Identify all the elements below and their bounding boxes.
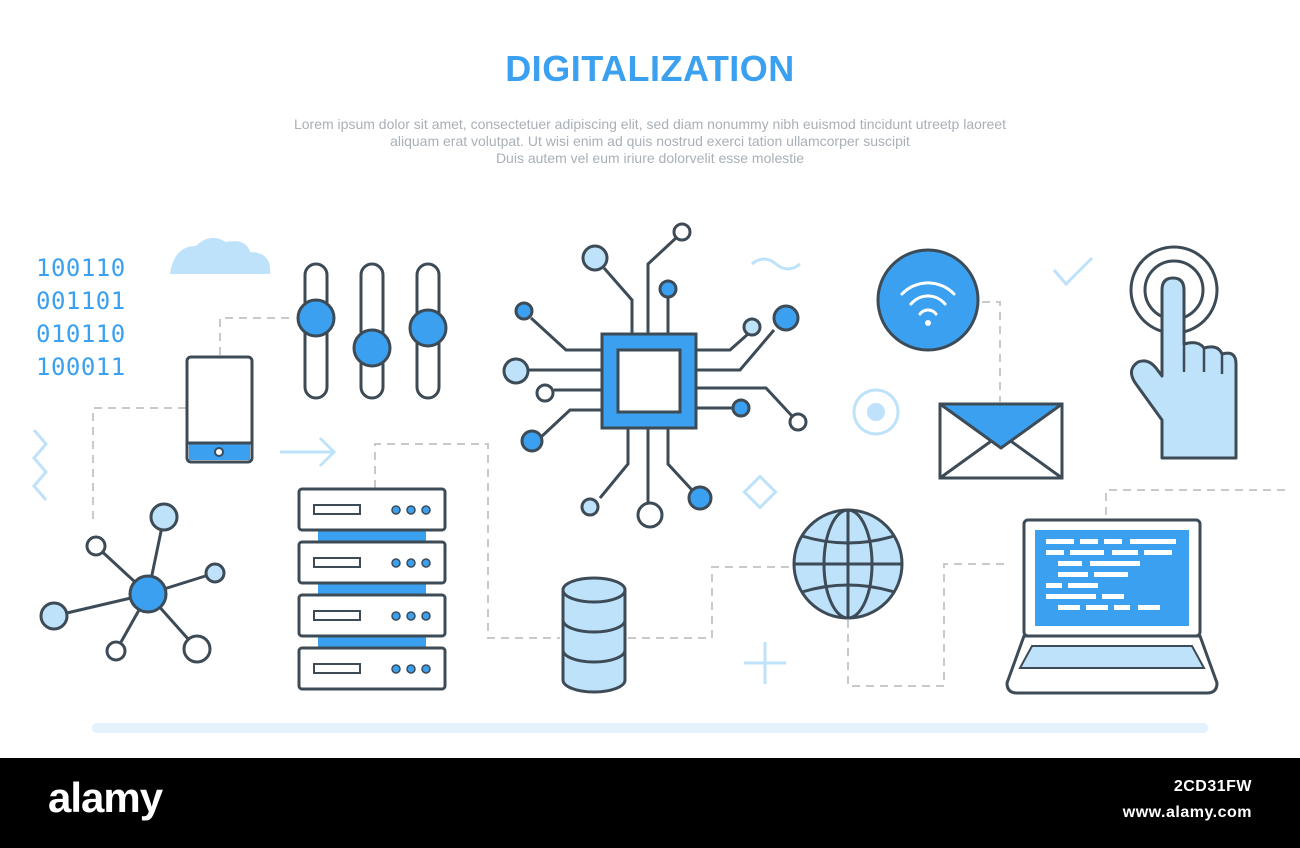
zigzag-decoration (32, 429, 48, 501)
laptop-code-icon (1005, 518, 1219, 695)
ground-line (92, 723, 1208, 733)
wave-decoration (751, 257, 801, 271)
database-icon (561, 576, 627, 694)
code-lines (1046, 539, 1176, 610)
touch-hand-icon (1129, 245, 1238, 460)
server-rack-icon (297, 487, 447, 691)
subtitle-line: aliquam erat volutpat. Ut wisi enim ad q… (390, 133, 910, 149)
binary-row: 001101 (36, 287, 126, 315)
binary-row: 100011 (36, 353, 126, 381)
brand-logo: alamy (48, 774, 163, 821)
check-decoration (1052, 256, 1094, 287)
diamond-decoration (742, 474, 778, 510)
decorations (32, 256, 1208, 733)
subtitle-line: Duis autem vel eum iriure dolorvelit ess… (495, 150, 805, 166)
network-nodes-icon (39, 502, 226, 664)
cpu-chip-icon (502, 222, 808, 529)
footer-bar: alamy 2CD31FW www.alamy.com (0, 758, 1300, 848)
illustration (32, 222, 1290, 733)
subtitle-line: Lorem ipsum dolor sit amet, consectetuer… (293, 116, 1007, 132)
footer-url: www.alamy.com (1122, 804, 1252, 821)
binary-code-icon: 100110 001101 010110 100011 (36, 252, 126, 384)
email-icon (938, 402, 1064, 480)
sliders-icon (296, 262, 448, 400)
plus-decoration (744, 642, 786, 684)
wifi-icon (876, 248, 980, 352)
arrow-decoration (280, 436, 337, 468)
target-decoration (852, 388, 900, 436)
tablet-icon (185, 355, 254, 464)
connector-lines (92, 301, 1290, 687)
globe-icon (792, 508, 904, 620)
subtitle: Lorem ipsum dolor sit amet, consectetuer… (150, 116, 1150, 167)
image-id: 2CD31FW (1173, 778, 1252, 795)
cloud-icon (170, 237, 271, 274)
binary-row: 010110 (36, 320, 126, 348)
binary-row: 100110 (36, 254, 126, 282)
page-title: DIGITALIZATION (505, 48, 795, 89)
